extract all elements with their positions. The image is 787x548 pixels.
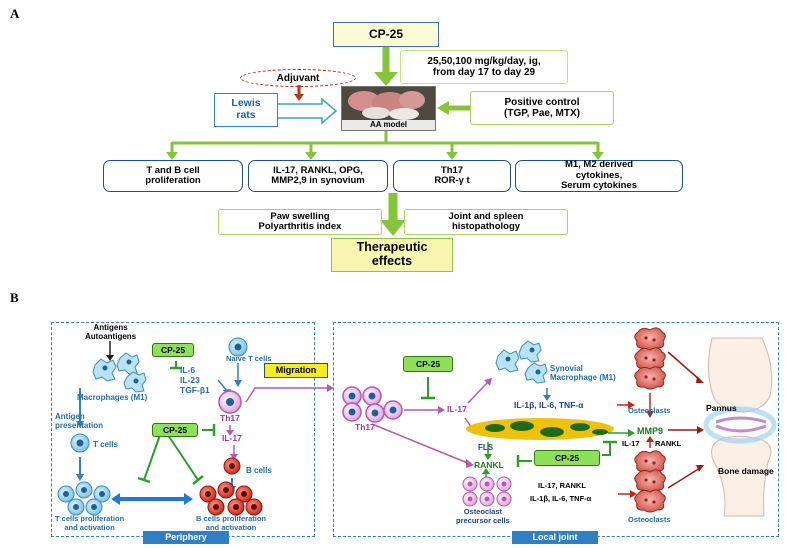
therapeutic-effects-box: Therapeutic effects — [331, 238, 453, 272]
pannus-text: Pannus — [706, 403, 737, 413]
cp25-periphery-top: CP-25 — [152, 343, 194, 357]
b-cell-cluster — [199, 481, 263, 516]
local-cytokines-text: IL-1β, IL-6, TNF-α — [514, 400, 584, 410]
synovial-macrophage-text: Synovial Macrophage (M1) — [550, 364, 616, 383]
macrophages-m1-text: Macrophages (M1) — [77, 393, 148, 402]
b-proliferation-text: B cells proliferation and activation — [196, 514, 267, 532]
synovial-tissue — [466, 418, 614, 440]
osteoclasts-bottom-stack — [634, 450, 666, 513]
outcome-text-1: T and B cell proliferation — [145, 164, 201, 186]
outcome-text-3: Th17 ROR-γ t — [434, 164, 470, 186]
fls-text: FLS — [478, 443, 494, 452]
synovial-macrophages — [495, 340, 548, 384]
local-joint-title: Local joint — [512, 531, 598, 544]
osteoclast-precursor-cells — [462, 476, 512, 507]
cp25-box: CP-25 — [333, 22, 439, 47]
evaluation-text-1: Paw swelling Polyarthritis index — [258, 210, 342, 232]
t-cell-cluster — [57, 481, 111, 516]
rankl-text: RANKL — [474, 460, 504, 470]
precursor-cytokines-1: IL-17, RANKL — [538, 481, 586, 490]
rankl-small-label: RANKL — [655, 439, 682, 448]
cp25-local-bottom: CP-25 — [534, 450, 600, 466]
macrophage-cluster-periphery — [92, 352, 147, 393]
osteoclasts-top-stack — [634, 327, 666, 390]
il17-rankl-label: IL-17 — [622, 439, 640, 448]
t-proliferation-text: T cells proliferation and activation — [55, 514, 125, 532]
lewis-rats-box: Lewis rats — [214, 93, 278, 127]
antigen-presentation-text: Antigen presentation — [55, 412, 104, 431]
precursor-cells-text: Osteoclast precursor cells — [456, 507, 510, 525]
outcome-box-2: IL-17, RANKL, OPG, MMP2,9 in synovium — [248, 160, 388, 192]
positive-control-box: Positive control (TGP, Pae, MTX) — [470, 91, 614, 125]
aa-model-label: AA model — [342, 120, 435, 130]
outcome-box-1: T and B cell proliferation — [103, 160, 243, 192]
migration-box: Migration — [264, 363, 328, 378]
evaluation-text-2: Joint and spleen histopathology — [448, 210, 524, 232]
evaluation-box-1: Paw swelling Polyarthritis index — [218, 209, 382, 235]
t-cells-text: T cells — [93, 440, 118, 449]
th17-local-text: Th17 — [355, 422, 375, 432]
osteoclasts-bottom-text: Osteoclasts — [628, 515, 671, 524]
outcome-text-4: M1, M2 derived cytokines, Serum cytokine… — [560, 159, 638, 192]
rat-paws-image — [342, 87, 435, 121]
osteoclasts-top-text: Osteoclasts — [628, 406, 671, 415]
naive-t-cells-text: Naive T cells — [226, 354, 272, 363]
evaluation-box-2: Joint and spleen histopathology — [404, 209, 568, 235]
outcome-box-4: M1, M2 derived cytokines, Serum cytokine… — [515, 160, 683, 192]
outcome-box-3: Th17 ROR-γ t — [393, 160, 511, 192]
knee-joint-illustration — [703, 337, 777, 517]
bone-damage-text: Bone damage — [718, 466, 774, 476]
th17-periphery-text: Th17 — [220, 413, 240, 423]
aa-model-photo: AA model — [341, 86, 436, 131]
panel-b-label: B — [10, 290, 19, 305]
precursor-cytokines-2: IL-1β, IL-6, TNF-α — [530, 494, 592, 503]
adjuvant-ellipse: Adjuvant — [240, 69, 356, 87]
outcome-text-2: IL-17, RANKL, OPG, MMP2,9 in synovium — [271, 164, 365, 186]
panel-a-label: A — [10, 6, 20, 21]
dosage-text: 25,50,100 mg/kg/day, ig, from day 17 to … — [427, 56, 541, 78]
dosage-box: 25,50,100 mg/kg/day, ig, from day 17 to … — [400, 50, 568, 84]
periphery-cytokines-text: IL-6 IL-23 TGF-β1 — [180, 365, 210, 395]
antigens-text: Antigens Autoantigens — [85, 323, 137, 342]
mmp9-text: MMP9 — [637, 426, 664, 436]
periphery-title: Periphery — [143, 531, 229, 544]
il17-local-text: IL-17 — [447, 404, 467, 414]
cp25-local-top: CP-25 — [403, 356, 453, 372]
b-cells-text: B cells — [246, 466, 272, 475]
il17-periphery-text: IL-17 — [222, 433, 242, 443]
th17-cells-local — [342, 386, 403, 423]
therapeutic-effects-text: Therapeutic effects — [356, 240, 428, 268]
cp25-periphery-mid: CP-25 — [152, 423, 198, 437]
positive-control-text: Positive control (TGP, Pae, MTX) — [504, 97, 580, 119]
lewis-rats-text: Lewis rats — [231, 97, 261, 121]
